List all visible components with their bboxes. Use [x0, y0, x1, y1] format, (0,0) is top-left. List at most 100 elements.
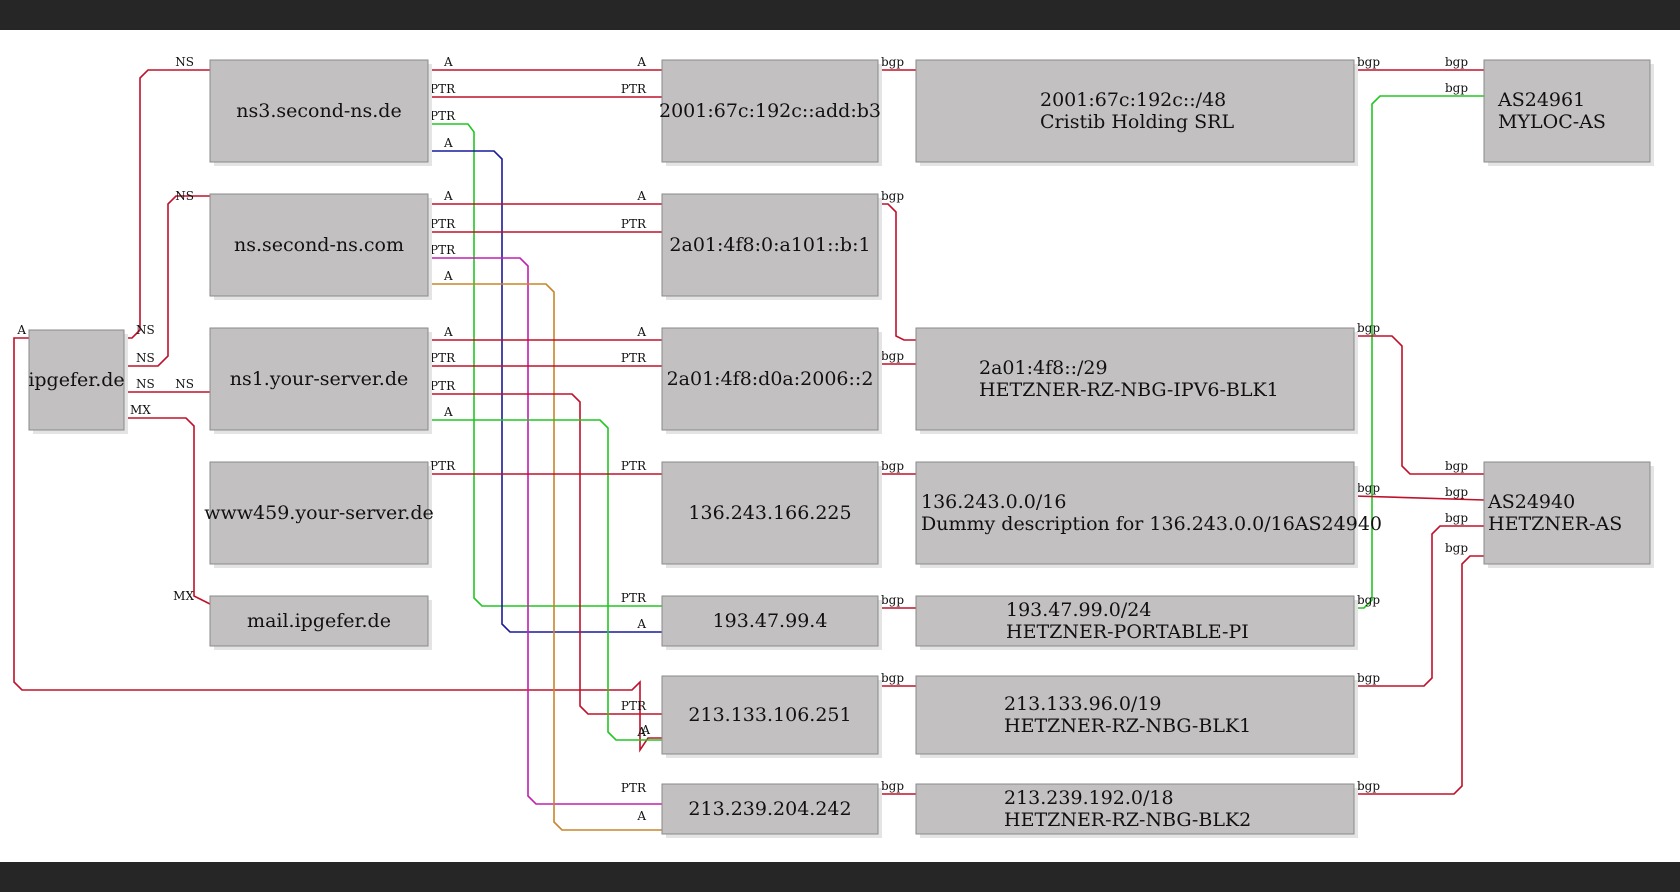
edge-label-bgp: bgp — [881, 349, 904, 363]
edge-label-ptr: PTR — [430, 351, 456, 365]
node-box[interactable] — [209, 327, 429, 431]
node-label-line-1: 213.133.106.251 — [688, 704, 851, 726]
node-ip_b3[interactable]: 2001:67c:192c::add:b3 — [659, 59, 882, 166]
node-ip_a101[interactable]: 2a01:4f8:0:a101::b:1 — [661, 193, 882, 300]
node-label-line-2: HETZNER-RZ-NBG-IPV6-BLK1 — [979, 379, 1279, 401]
node-ns1[interactable]: ns1.your-server.de — [209, 327, 432, 434]
edge-label-ptr: PTR — [430, 459, 456, 473]
node-label-line-2: Cristib Holding SRL — [1040, 111, 1234, 133]
edge-label-ptr: PTR — [430, 109, 456, 123]
edge-label-a: A — [443, 325, 453, 339]
node-label-line-1: 213.239.192.0/18 — [1004, 787, 1174, 809]
node-ip_d0a[interactable]: 2a01:4f8:d0a:2006::2 — [661, 327, 882, 434]
edge-label-ns: NS — [175, 189, 194, 203]
node-box[interactable] — [915, 327, 1355, 431]
edges-layer — [13, 69, 1485, 831]
node-box[interactable] — [915, 461, 1355, 565]
node-label-line-1: mail.ipgefer.de — [247, 610, 391, 632]
node-label-line-2: Dummy description for 136.243.0.0/16AS24… — [921, 513, 1382, 535]
edge-label-bgp: bgp — [1357, 55, 1380, 69]
node-box[interactable] — [661, 595, 879, 647]
edge-label-bgp: bgp — [1445, 511, 1468, 525]
node-box[interactable] — [915, 675, 1355, 755]
edge-label-a: A — [443, 405, 453, 419]
edge-nssecond-to-ip_213b-a — [428, 283, 662, 831]
edge-label-a: A — [640, 723, 650, 737]
node-box[interactable] — [661, 327, 879, 431]
node-nssecond[interactable]: ns.second-ns.com — [209, 193, 432, 300]
node-mail[interactable]: mail.ipgefer.de — [209, 595, 432, 650]
edge-label-a: A — [443, 189, 453, 203]
nodes-layer: ipgefer.de ns3.second-ns.de ns.second-ns.c… — [28, 59, 1654, 838]
edge-label-ptr: PTR — [430, 379, 456, 393]
node-box[interactable] — [661, 783, 879, 835]
edge-ipgefer-to-ip_213a-a — [13, 337, 662, 753]
node-ip_193[interactable]: 193.47.99.4 — [661, 595, 882, 650]
edge-label-bgp: bgp — [1357, 481, 1380, 495]
edge-pfx_136-to-as_hetzner-bgp — [1353, 495, 1485, 501]
edge-ipgefer-to-mail-mx — [124, 417, 211, 605]
node-label-line-1: 193.47.99.0/24 — [1006, 599, 1151, 621]
node-box[interactable] — [915, 59, 1355, 163]
edge-label-ptr: PTR — [430, 243, 456, 257]
edge-label-bgp: bgp — [1445, 541, 1468, 555]
node-box[interactable] — [1483, 59, 1651, 163]
edge-label-ptr: PTR — [621, 591, 647, 605]
node-ip_136[interactable]: 136.243.166.225 — [661, 461, 882, 568]
node-label-line-1: 193.47.99.4 — [713, 610, 828, 632]
node-box[interactable] — [915, 595, 1355, 647]
edge-label-bgp: bgp — [1445, 81, 1468, 95]
node-box[interactable] — [28, 329, 125, 431]
edge-pfx_hetzv6-to-as_hetzner-bgp — [1354, 335, 1484, 475]
node-label-line-1: 2a01:4f8:d0a:2006::2 — [667, 368, 874, 390]
edge-label-ns: NS — [175, 377, 194, 391]
edge-label-a: A — [636, 189, 646, 203]
edge-label-ns: NS — [136, 377, 155, 391]
node-www459[interactable]: www459.your-server.de — [204, 461, 434, 568]
node-box[interactable] — [209, 461, 429, 565]
node-box[interactable] — [661, 461, 879, 565]
edge-label-a: A — [636, 725, 646, 739]
node-label-line-1: 136.243.166.225 — [688, 502, 851, 524]
node-ip_213a[interactable]: 213.133.106.251 — [661, 675, 882, 758]
node-box[interactable] — [1483, 461, 1651, 565]
edge-label-ns: NS — [136, 323, 155, 337]
edge-pfx_213a-to-as_hetzner-bgp — [1354, 525, 1484, 687]
node-box[interactable] — [209, 193, 429, 297]
edge-label-bgp: bgp — [1357, 779, 1380, 793]
edge-label-bgp: bgp — [881, 779, 904, 793]
node-label-line-1: 136.243.0.0/16 — [921, 491, 1066, 513]
node-box[interactable] — [915, 783, 1355, 835]
edge-label-a: A — [636, 325, 646, 339]
node-ns3[interactable]: ns3.second-ns.de — [209, 59, 432, 166]
node-box[interactable] — [209, 59, 429, 163]
edge-pfx_193-to-as_myloc-bgp — [1354, 95, 1484, 609]
node-label-line-2: HETZNER-RZ-NBG-BLK2 — [1004, 809, 1251, 831]
edge-label-a: A — [443, 136, 453, 150]
node-label-line-1: 2001:67c:192c::/48 — [1040, 89, 1226, 111]
edge-pfx_213b-to-as_hetzner-bgp — [1354, 555, 1484, 795]
node-ip_213b[interactable]: 213.239.204.242 — [661, 783, 882, 838]
node-box[interactable] — [209, 595, 429, 647]
node-label-line-1: 213.239.204.242 — [688, 798, 851, 820]
node-label-line-1: 2a01:4f8:0:a101::b:1 — [669, 234, 870, 256]
bottom-bar — [0, 862, 1680, 892]
edge-label-ptr: PTR — [430, 82, 456, 96]
node-box[interactable] — [661, 59, 879, 163]
edge-label-ns: NS — [175, 55, 194, 69]
edge-label-mx: MX — [130, 403, 151, 417]
edge-label-a: A — [443, 55, 453, 69]
node-ipgefer[interactable]: ipgefer.de — [28, 329, 128, 434]
node-label-line-1: 2001:67c:192c::add:b3 — [659, 100, 881, 122]
node-box[interactable] — [661, 193, 879, 297]
node-box[interactable] — [661, 675, 879, 755]
